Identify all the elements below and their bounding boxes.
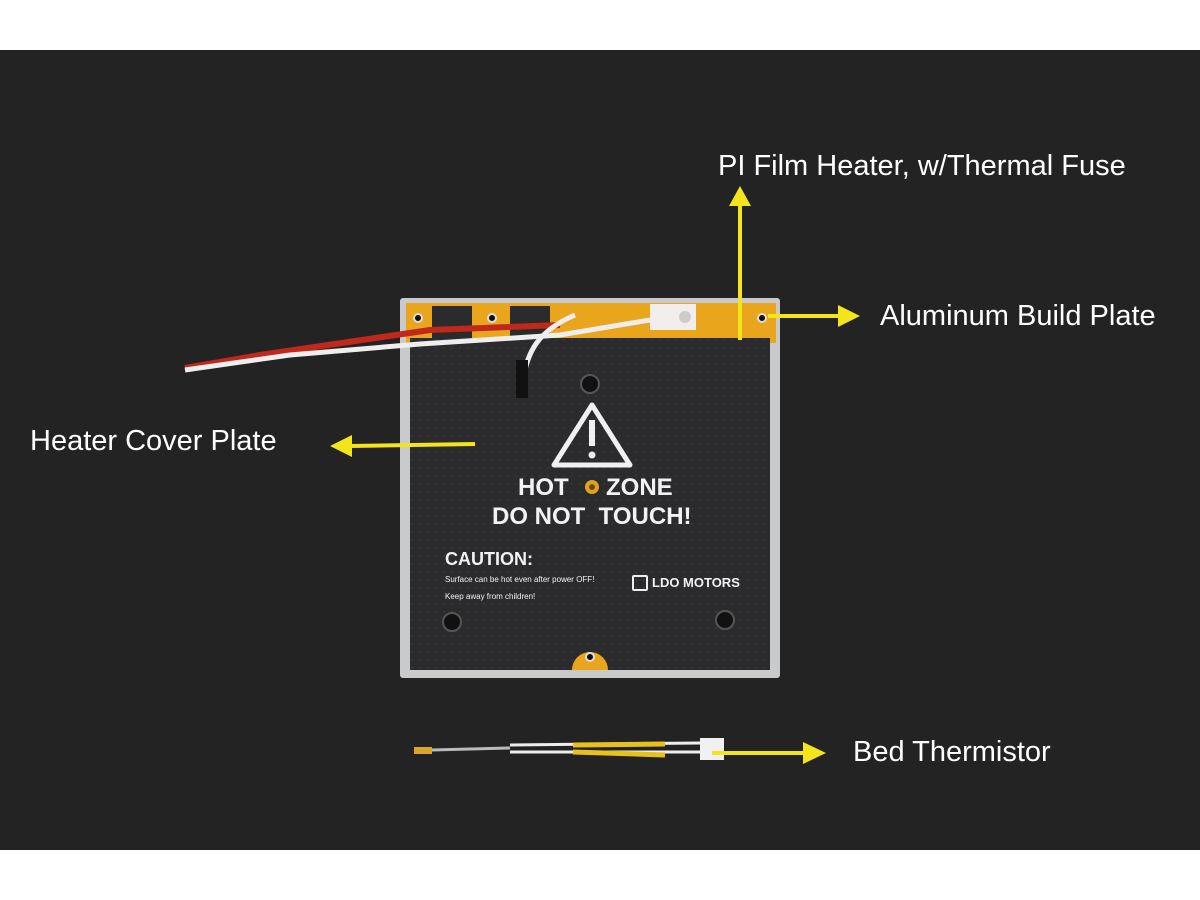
plate-caution-line2: Keep away from children!	[445, 592, 536, 601]
plate-hot-text: HOT	[518, 474, 569, 501]
bed-thermistor	[414, 738, 724, 760]
red-wire	[184, 322, 561, 371]
screws	[442, 374, 735, 632]
warning-triangle-icon	[551, 402, 633, 468]
label-bed-thermistor: Bed Thermistor	[853, 736, 1051, 768]
label-aluminum-build-plate: Aluminum Build Plate	[880, 300, 1156, 332]
plate-caution-heading: CAUTION:	[445, 549, 533, 569]
callout-arrows	[330, 186, 860, 764]
plate-caution-line1: Surface can be hot even after power OFF!	[445, 575, 595, 584]
plate-brand-text: LDO MOTORS	[652, 575, 740, 590]
label-pi-film-heater: PI Film Heater, w/Thermal Fuse	[718, 150, 1126, 182]
plate-do-not-touch-text: DO NOT TOUCH!	[492, 503, 692, 530]
white-wire	[184, 317, 651, 373]
ldo-logo-icon	[632, 575, 648, 591]
plate-zone-text: ZONE	[606, 474, 673, 501]
label-heater-cover-plate: Heater Cover Plate	[30, 425, 277, 457]
